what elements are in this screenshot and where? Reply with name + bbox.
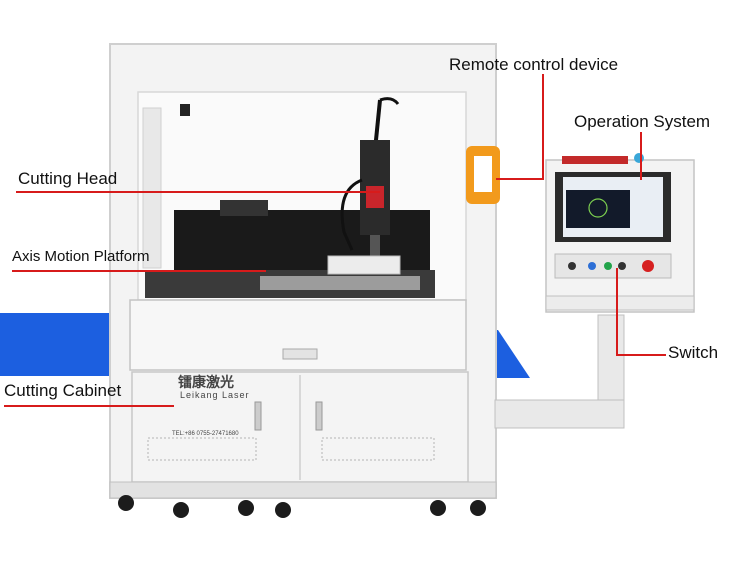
label-cutting-cabinet: Cutting Cabinet bbox=[4, 381, 122, 400]
cabinet-lock-right bbox=[315, 401, 323, 431]
label-cutting-head: Cutting Head bbox=[18, 169, 118, 188]
nozzle bbox=[370, 235, 380, 257]
phone-number: TEL:+86 0755-27471680 bbox=[172, 431, 239, 437]
label-operation-system: Operation System bbox=[574, 112, 711, 131]
logo-cn: 镭康激光 bbox=[178, 374, 234, 390]
callout-line-axis bbox=[12, 270, 266, 272]
caster-3 bbox=[238, 500, 254, 516]
callout-line-cutting-head bbox=[16, 191, 380, 193]
switch-knob-1 bbox=[568, 262, 576, 270]
cutting-head-red-part bbox=[366, 186, 384, 208]
platform-slats bbox=[260, 276, 420, 290]
platform-white-block bbox=[327, 255, 401, 275]
callout-line-remote-h bbox=[496, 178, 544, 180]
blue-band-left bbox=[0, 313, 112, 376]
callout-line-switch-v bbox=[616, 268, 618, 355]
pendant-badge bbox=[634, 153, 644, 163]
switch-knob-2 bbox=[588, 262, 596, 270]
cabinet-lock-left bbox=[254, 401, 262, 431]
label-axis-motion: Axis Motion Platform bbox=[12, 248, 150, 265]
emergency-stop bbox=[642, 260, 654, 272]
switch-knob-4 bbox=[618, 262, 626, 270]
head-cable-curve bbox=[379, 97, 400, 105]
blue-band-right bbox=[490, 330, 530, 378]
pendant-shelf bbox=[545, 295, 695, 311]
callout-line-operation bbox=[640, 132, 642, 180]
caster-5 bbox=[430, 500, 446, 516]
callout-line-remote-v bbox=[542, 74, 544, 179]
label-switch: Switch bbox=[668, 343, 719, 362]
caster-6 bbox=[470, 500, 486, 516]
cabinet-vent-left bbox=[147, 437, 257, 461]
caster-4 bbox=[275, 502, 291, 518]
pendant-top-strip bbox=[562, 156, 628, 164]
logo-en: Leikang Laser bbox=[180, 390, 250, 400]
switch-knob-3 bbox=[604, 262, 612, 270]
pendant-screen-plot bbox=[566, 190, 630, 228]
cabinet-base bbox=[109, 481, 497, 499]
remote-control-keys bbox=[474, 156, 492, 192]
caster-1 bbox=[118, 495, 134, 511]
cabinet-vent-right bbox=[321, 437, 435, 461]
pendant-arm-horizontal bbox=[494, 399, 625, 429]
callout-line-cabinet bbox=[4, 405, 174, 407]
head-hose bbox=[340, 178, 363, 251]
window-side-panel bbox=[142, 107, 162, 269]
caster-2 bbox=[173, 502, 189, 518]
label-remote-control: Remote control device bbox=[449, 55, 619, 74]
gantry-left-block bbox=[220, 200, 268, 216]
window-ceiling-light bbox=[180, 104, 190, 116]
front-panel-handle bbox=[282, 348, 318, 360]
callout-line-switch-h bbox=[616, 354, 666, 356]
pendant-screen-circle bbox=[588, 198, 608, 218]
